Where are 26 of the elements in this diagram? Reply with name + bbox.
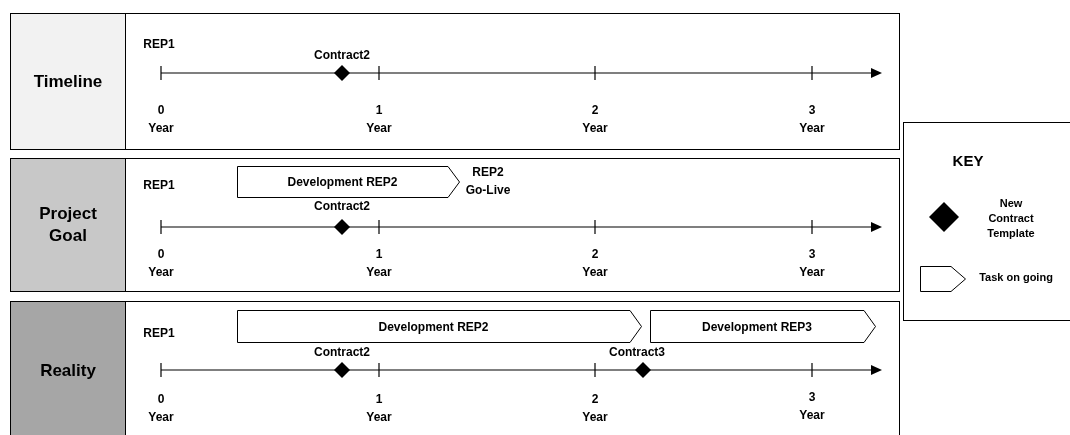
tick-label: 0 Year bbox=[147, 246, 175, 281]
legend-label: New Contract Template bbox=[986, 196, 1036, 241]
row-header: Reality bbox=[10, 301, 126, 435]
tick-label: 2 Year bbox=[581, 246, 609, 281]
milestone-label: Contract2 bbox=[313, 47, 371, 64]
tick-label: 3 Year bbox=[798, 246, 826, 281]
tick-label: 3 Year bbox=[798, 102, 826, 137]
tick-label: 2 Year bbox=[581, 391, 609, 426]
tick-label: 0 Year bbox=[147, 391, 175, 426]
milestone-label: Contract3 bbox=[608, 344, 666, 361]
milestone-label: REP2 Go-Live bbox=[464, 164, 512, 199]
tick-label: 1 Year bbox=[365, 102, 393, 137]
row-header: Project Goal bbox=[10, 158, 126, 292]
tick-label: 3 Year bbox=[798, 389, 826, 424]
tick-label: 0 Year bbox=[147, 102, 175, 137]
milestone-label: Contract2 bbox=[313, 344, 371, 361]
tick-label: 1 Year bbox=[365, 391, 393, 426]
legend-title: KEY bbox=[951, 152, 985, 170]
milestone-label: Contract2 bbox=[313, 198, 371, 215]
row-label: REP1 bbox=[142, 177, 176, 194]
row-label: REP1 bbox=[142, 36, 176, 53]
row-header: Timeline bbox=[10, 13, 126, 150]
tick-label: 1 Year bbox=[365, 246, 393, 281]
row-label: REP1 bbox=[142, 325, 176, 342]
legend-label: Task on going bbox=[978, 270, 1054, 285]
tick-label: 2 Year bbox=[581, 102, 609, 137]
